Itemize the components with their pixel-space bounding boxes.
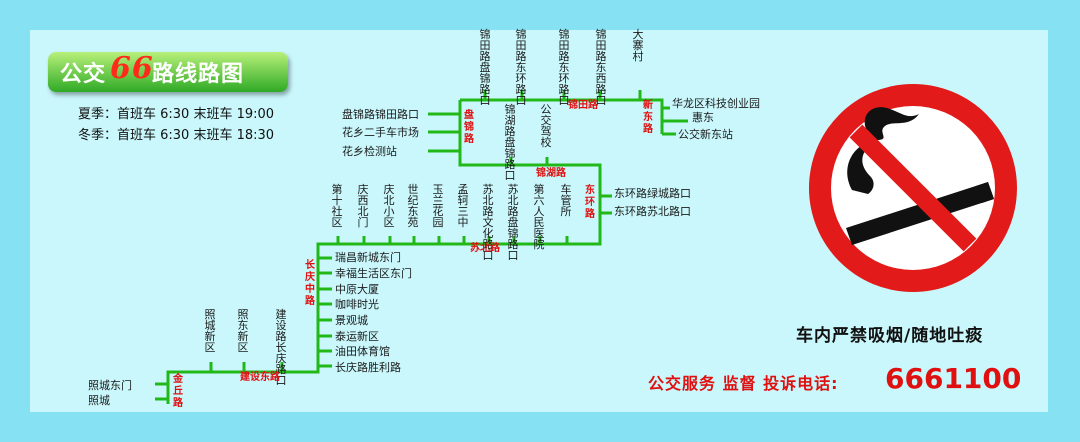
stop-label: 公交新东站 (678, 127, 733, 141)
stop-label: 花乡检测站 (342, 144, 397, 158)
route-segment-upper (166, 100, 602, 404)
title-suffix: 路线路图 (152, 62, 245, 87)
no-smoking-notice: 车内严禁吸烟/随地吐痰 (796, 326, 984, 346)
stop-label: 瑞昌新城东门 (335, 250, 401, 264)
hotline-number: 6661100 (885, 362, 1022, 395)
stop-label: 建设路长庆路口 (276, 307, 287, 387)
stop-label: 景观城 (335, 314, 368, 327)
stop-label: 第十社区 (332, 182, 343, 229)
stop-label: 公交驾校 (541, 103, 552, 149)
road-label: 东环路 (585, 183, 596, 220)
stop-label: 大寨村 (633, 27, 644, 63)
stop-labels: 锦田路盘锦路口 锦田路东环路口 锦田路东环路口 锦田路东西路口 大寨村盘锦路锦田路口花乡… (88, 27, 760, 407)
stop-label: 孟轲三中 (458, 183, 469, 229)
stop-label: 照城东门 (88, 378, 132, 392)
route-segment-vertical-stubs (209, 90, 642, 372)
stop-label: 中原大厦 (335, 282, 379, 296)
stop-label: 东环路苏北路口 (614, 205, 691, 218)
title-prefix: 公交 (60, 62, 107, 87)
stop-label: 惠东 (692, 110, 714, 124)
stop-label: 庆西北门 (358, 182, 369, 229)
stop-label: 华龙区科技创业园 (672, 96, 760, 110)
stop-label: 玉兰花园 (433, 183, 444, 229)
stop-label: 咖啡时光 (335, 297, 379, 311)
stop-label: 苏北路文化路口 (483, 183, 494, 262)
road-label: 金丘路 (172, 372, 184, 409)
title-badge: 公交 66 路线路图 (48, 51, 288, 92)
route-number: 66 (110, 51, 154, 86)
stop-label: 锦湖路盘锦路口 (505, 102, 516, 182)
road-label: 锦湖路 (536, 166, 567, 179)
stop-label: 长庆路胜利路 (335, 360, 401, 374)
stop-label: 盘锦路锦田路口 (342, 107, 419, 121)
road-label: 盘锦路 (464, 108, 475, 145)
no-smoking-icon (809, 84, 1017, 292)
road-label: 锦田路 (568, 98, 599, 111)
route-segment-branch-east (662, 106, 688, 136)
stop-label: 东环路绿城路口 (614, 186, 691, 200)
road-label: 建设东路 (239, 370, 281, 383)
stop-label: 照城 (88, 394, 110, 407)
route-segment-top (460, 98, 664, 134)
stop-label: 油田体育馆 (335, 344, 390, 358)
stop-label: 锦田路东环路口 (559, 27, 570, 107)
road-label: 长庆中路 (304, 258, 316, 307)
stop-label: 锦田路东环路口 (516, 27, 527, 107)
stop-label: 车管所 (561, 182, 572, 218)
route-line (155, 90, 688, 404)
stop-label: 锦田路东西路口 (596, 27, 607, 107)
stop-label: 第六人民医院 (534, 182, 545, 251)
road-label: 新东路 (643, 98, 654, 135)
stop-label: 照东新区 (238, 308, 249, 354)
stop-label: 照城新区 (205, 308, 216, 354)
hotline-label: 公交服务 监督 投诉电话: (648, 374, 839, 393)
winter-schedule: 冬季：首班车 6:30 末班车 18:30 (78, 128, 275, 143)
route-segment-stubs (155, 112, 612, 401)
stop-label: 泰运新区 (335, 329, 379, 343)
stop-label: 锦田路盘锦路口 (480, 27, 491, 107)
stop-label: 庆北小区 (384, 182, 395, 229)
stop-label: 花乡二手车市场 (342, 125, 419, 139)
summer-schedule: 夏季：首班车 6:30 末班车 19:00 (78, 107, 275, 122)
stop-label: 苏北路盘锦路口 (508, 183, 519, 262)
stop-label: 幸福生活区东门 (335, 266, 412, 280)
stop-label: 世纪东苑 (408, 183, 419, 229)
road-label: 苏北路 (470, 241, 501, 254)
